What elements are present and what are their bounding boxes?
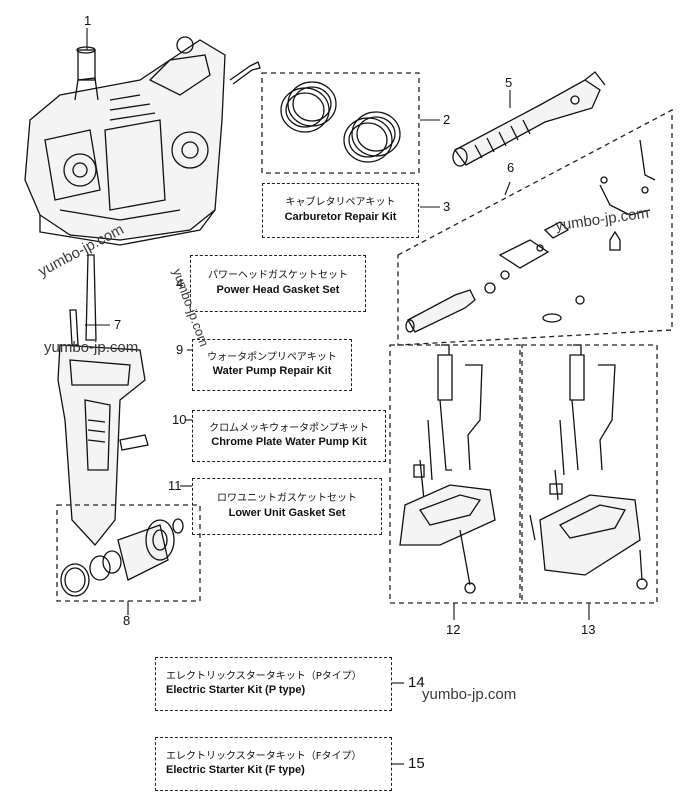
water-pump-illustration	[60, 518, 184, 597]
kit-carburetor-en: Carburetor Repair Kit	[284, 210, 397, 223]
kit-starter-p-en: Electric Starter Kit (P type)	[166, 684, 306, 697]
callout-5: 5	[505, 75, 513, 90]
callout-13: 13	[581, 622, 596, 637]
watermark: yumbo-jp.com	[422, 686, 517, 703]
callout-9: 9	[176, 342, 184, 357]
kit-lower-unit-jp: ロワユニットガスケットセット	[217, 493, 357, 505]
callout-11: 11	[168, 478, 182, 493]
power-head-engine-illustration	[24, 36, 261, 246]
callout-2: 2	[443, 112, 451, 127]
kit-water-pump-en: Water Pump Repair Kit	[212, 365, 332, 378]
piston-rings-illustration	[280, 81, 401, 163]
kit-power-head-en: Power Head Gasket Set	[216, 283, 340, 296]
kit-carburetor-repair: キャブレタリペアキット Carburetor Repair Kit	[262, 183, 419, 238]
callout-15: 15	[408, 755, 425, 772]
callout-4: 4	[176, 276, 184, 291]
kit-carburetor-jp: キャブレタリペアキット	[285, 197, 396, 209]
kit-electric-starter-f: エレクトリックスタータキット（Fタイプ） Electric Starter Ki…	[155, 737, 392, 791]
kit-starter-f-en: Electric Starter Kit (F type)	[166, 764, 305, 777]
kit-water-pump-repair: ウォータポンプリペアキット Water Pump Repair Kit	[192, 339, 352, 391]
kit-water-pump-jp: ウォータポンプリペアキット	[207, 351, 337, 363]
callout-6: 6	[507, 160, 515, 175]
kit-starter-f-jp: エレクトリックスタータキット（Fタイプ）	[166, 750, 362, 762]
callout-3: 3	[443, 199, 451, 214]
kit-lower-unit-en: Lower Unit Gasket Set	[228, 506, 346, 519]
callout-7: 7	[114, 317, 122, 332]
kit-starter-p-jp: エレクトリックスタータキット（Pタイプ）	[166, 670, 362, 682]
callout-12: 12	[446, 622, 461, 637]
frame-part-2	[261, 72, 420, 174]
kit-power-head-gasket: パワーヘッドガスケットセット Power Head Gasket Set	[190, 255, 366, 312]
kit-chrome-pump-jp: クロムメッキウォータポンプキット	[209, 422, 369, 434]
tiller-handle-illustration	[452, 71, 606, 167]
lower-unit-illustration	[57, 254, 149, 546]
kit-chrome-pump-en: Chrome Plate Water Pump Kit	[211, 436, 367, 449]
callout-1: 1	[84, 13, 92, 28]
callout-10: 10	[172, 412, 187, 427]
gearcase-right-illustration	[529, 344, 648, 590]
throttle-linkage-illustration	[405, 139, 656, 333]
callout-8: 8	[123, 613, 131, 628]
kit-lower-unit-gasket: ロワユニットガスケットセット Lower Unit Gasket Set	[192, 478, 382, 535]
callout-14: 14	[408, 674, 425, 691]
watermark: yumbo-jp.com	[44, 339, 139, 356]
frame-part-12	[389, 344, 521, 604]
gearcase-left-illustration	[399, 344, 496, 594]
kit-electric-starter-p: エレクトリックスタータキット（Pタイプ） Electric Starter Ki…	[155, 657, 392, 711]
kit-chrome-water-pump: クロムメッキウォータポンプキット Chrome Plate Water Pump…	[192, 410, 386, 462]
kit-power-head-jp: パワーヘッドガスケットセット	[208, 270, 348, 282]
